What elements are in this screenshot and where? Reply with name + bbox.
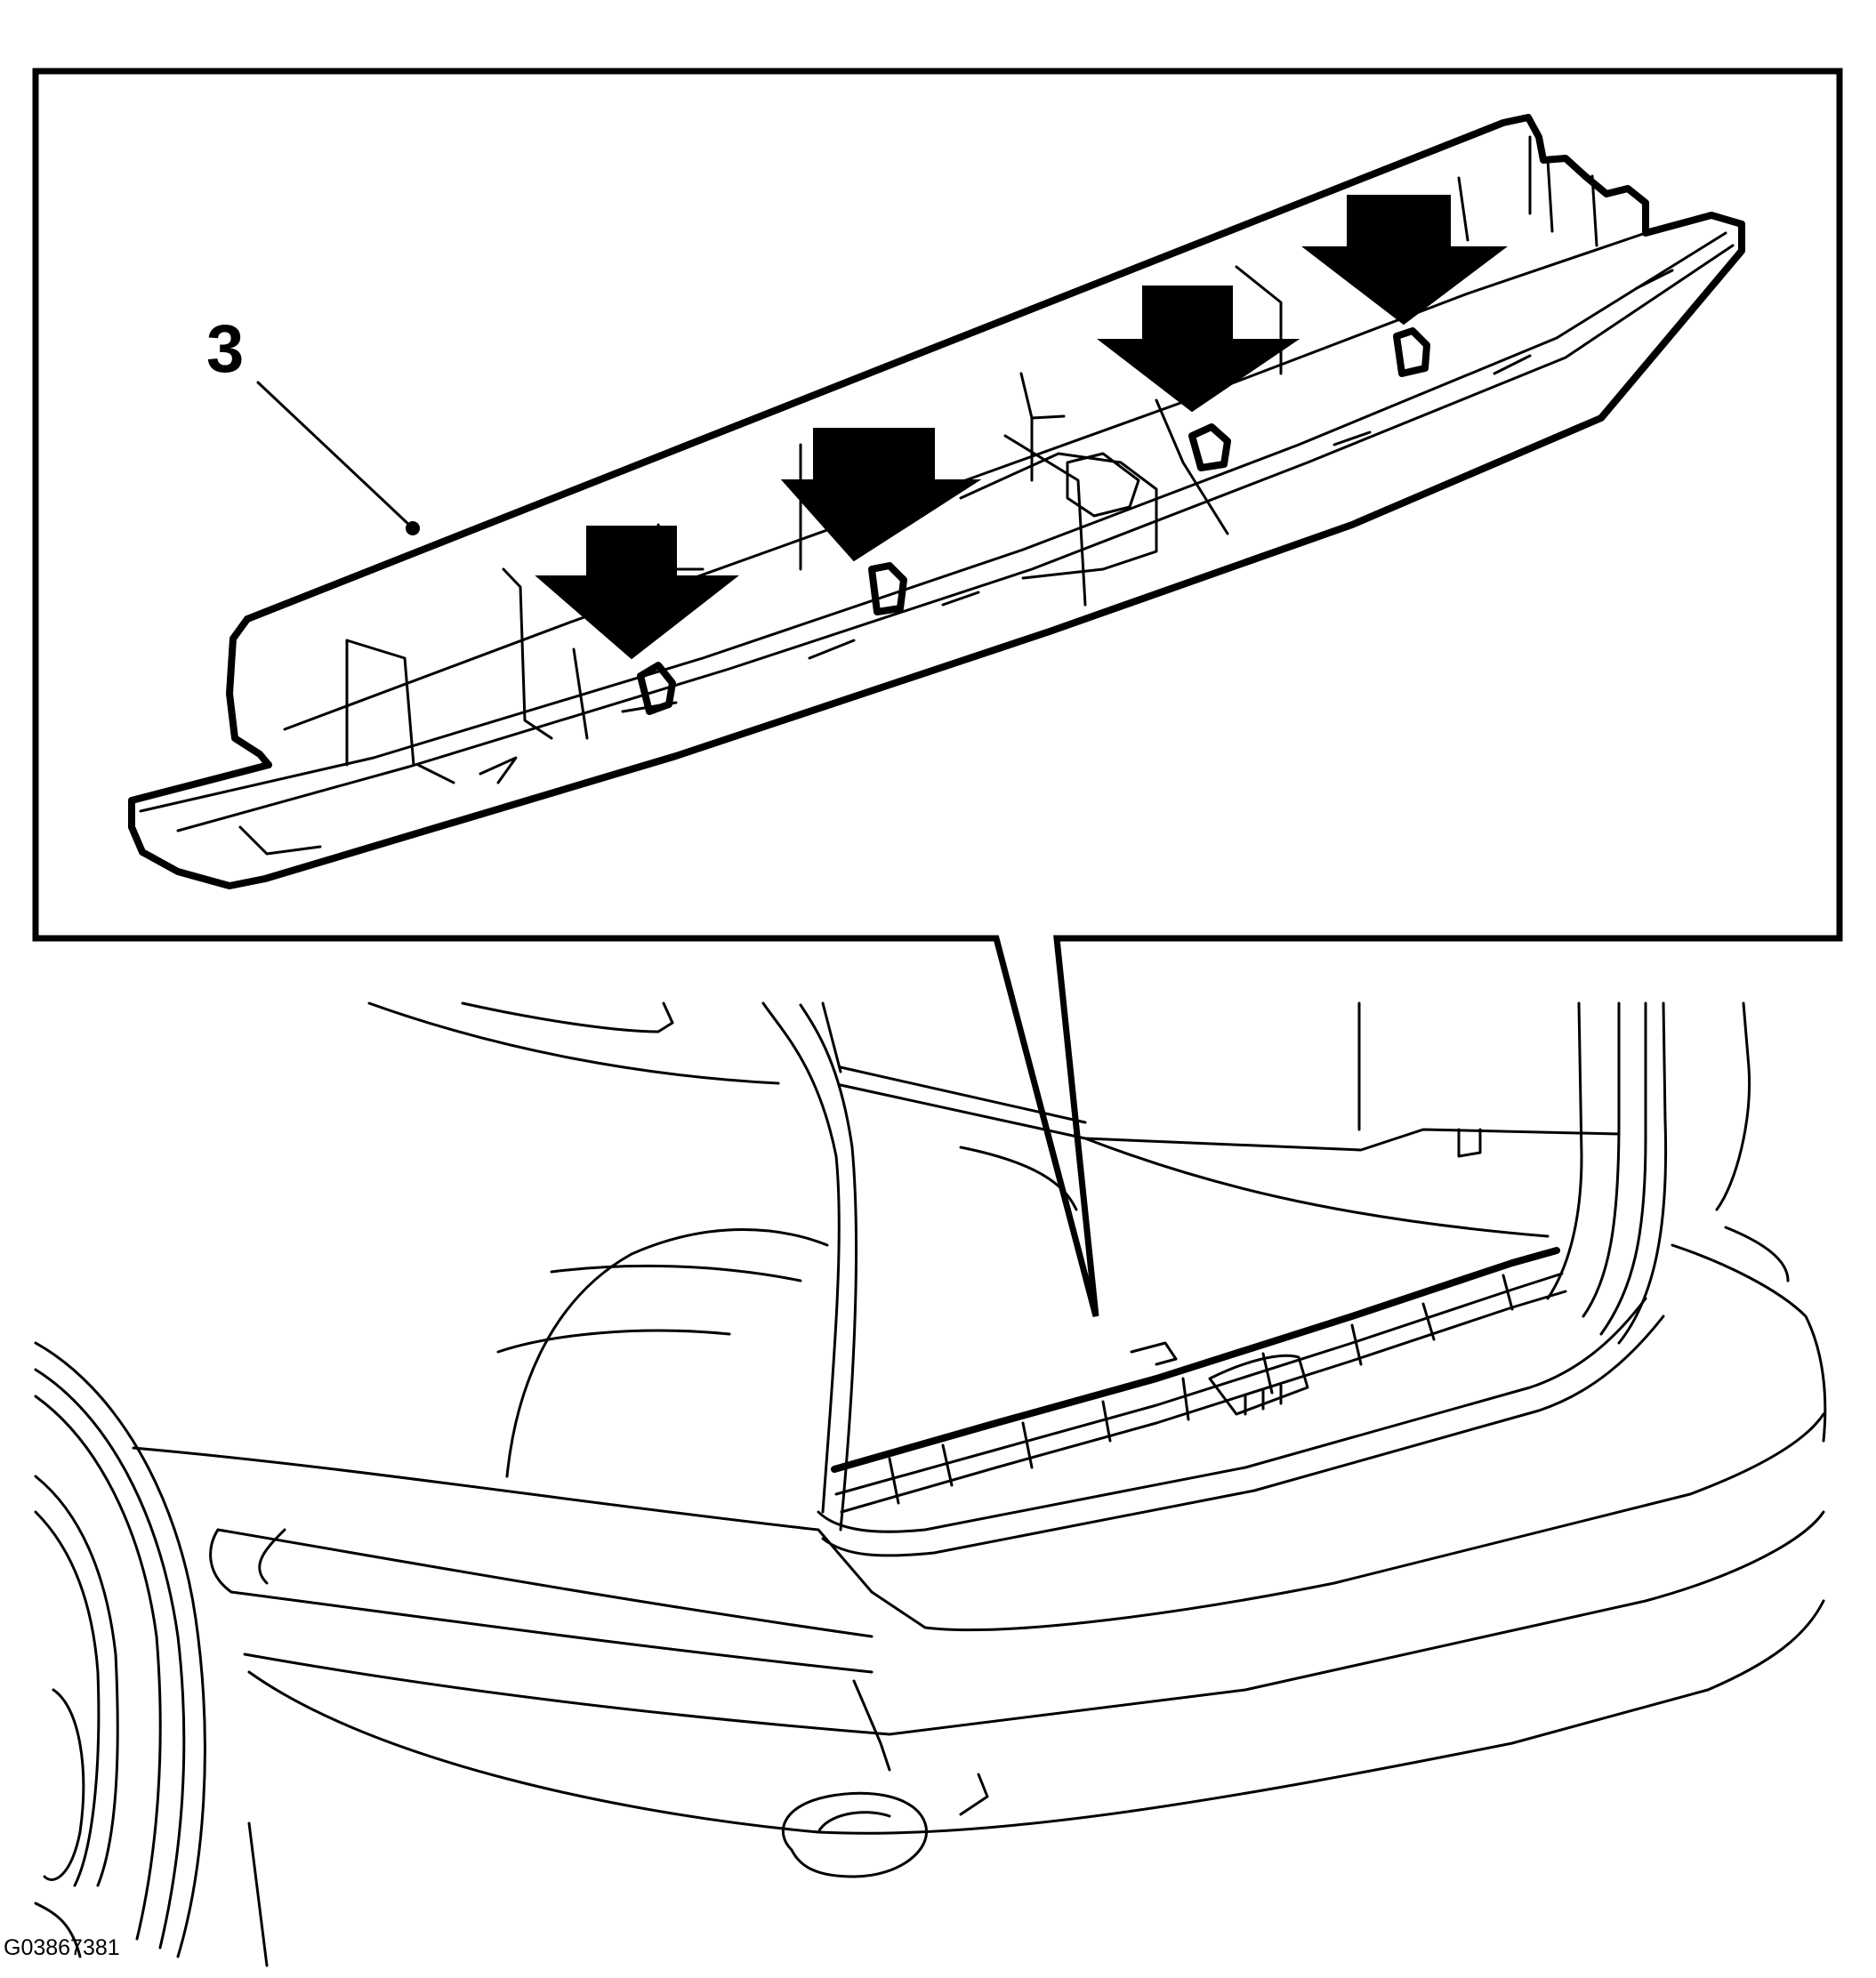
callout-leader [256, 381, 413, 528]
figure-code: G03867381 [4, 1935, 120, 1960]
down-arrow-icon [535, 526, 739, 660]
detail-inset: 3 [32, 68, 1843, 1317]
down-arrow-icon [1301, 195, 1508, 326]
callout-leader-dot [406, 521, 420, 535]
callout-number: 3 [206, 311, 244, 387]
down-arrow-icon [780, 428, 982, 562]
inset-frame [32, 68, 1843, 1317]
sill-trim-panel [128, 114, 1745, 889]
down-arrow-icon [1097, 285, 1300, 413]
vehicle-rear-view [34, 1001, 1827, 1967]
